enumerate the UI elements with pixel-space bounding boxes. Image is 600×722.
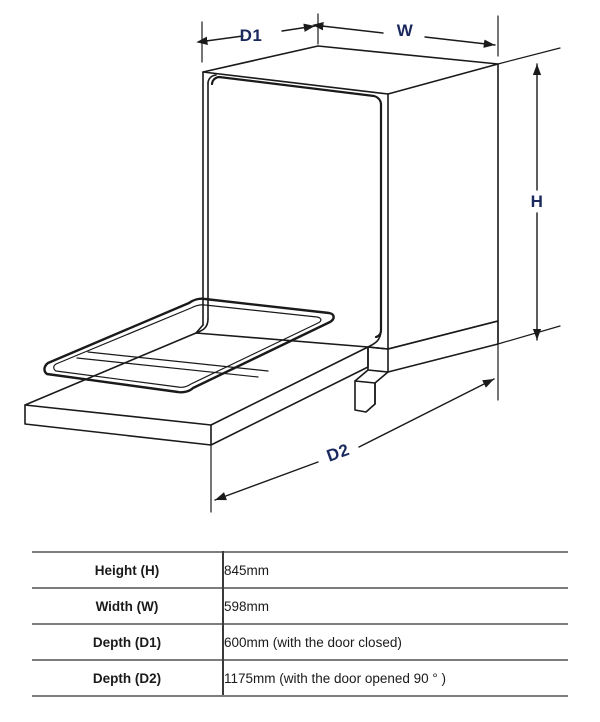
label-w: W xyxy=(397,21,414,40)
w-arrow-right xyxy=(424,36,496,48)
table-row: Width (W) 598mm xyxy=(32,587,568,624)
drawing-svg: D1 W H D2 xyxy=(24,13,561,513)
cabinet-right-face xyxy=(387,63,499,350)
row-label-height: Height (H) xyxy=(32,551,224,588)
row-value-width: 598mm xyxy=(223,587,568,624)
plinth-leg-connector-b xyxy=(374,371,389,384)
dishwasher-isometric-drawing: D1 W H D2 xyxy=(24,13,561,513)
dimensions-table-body: Height (H) 845mm Width (W) 598mm Depth (… xyxy=(32,551,568,697)
hinge-bracket-left-inner xyxy=(195,324,204,334)
row-label-width: Width (W) xyxy=(32,587,224,624)
table-row: Height (H) 845mm xyxy=(32,551,568,588)
tub-opening-outline xyxy=(210,75,383,339)
h-ext-top xyxy=(497,47,561,65)
door-panel-crease-upper xyxy=(87,351,269,372)
opened-door-panel xyxy=(24,297,369,446)
cabinet-plinth xyxy=(354,320,499,413)
label-d1: D1 xyxy=(240,26,263,45)
d2-arrow-left xyxy=(214,461,319,501)
door-panel-crease-lower xyxy=(76,357,259,378)
door-inner-panel xyxy=(43,297,335,394)
door-side-thickness xyxy=(210,346,369,446)
dimension-h xyxy=(497,47,561,345)
table-row: Depth (D2) 1175mm (with the door opened … xyxy=(32,659,568,697)
row-value-depth-d1: 600mm (with the door closed) xyxy=(223,623,568,660)
d1-arrow-left xyxy=(196,35,244,45)
row-value-depth-d2: 1175mm (with the door opened 90 ° ) xyxy=(223,659,568,697)
plinth-side-face xyxy=(387,320,499,373)
row-value-height: 845mm xyxy=(223,551,568,588)
w-arrow-left xyxy=(312,21,384,34)
d1-arrow-right xyxy=(281,23,316,32)
h-ext-bottom xyxy=(497,325,561,345)
plinth-front-face xyxy=(367,346,389,373)
hinge-bracket-right xyxy=(367,329,382,348)
cabinet-body xyxy=(195,45,499,350)
row-label-depth-d1: Depth (D1) xyxy=(32,623,224,660)
label-d2: D2 xyxy=(324,440,352,466)
row-label-depth-d2: Depth (D2) xyxy=(32,659,224,697)
label-h: H xyxy=(531,192,544,211)
dimensions-table-wrapper: Height (H) 845mm Width (W) 598mm Depth (… xyxy=(32,551,568,697)
plinth-leg-connector-a xyxy=(354,369,369,382)
dimension-d1 xyxy=(196,13,319,63)
support-leg xyxy=(354,380,376,413)
dimension-d2 xyxy=(210,320,499,513)
cabinet-top-face xyxy=(202,45,499,95)
dimension-w xyxy=(312,15,499,57)
door-front-thickness xyxy=(24,404,212,446)
dimensions-table: Height (H) 845mm Width (W) 598mm Depth (… xyxy=(32,551,568,697)
door-inner-panel-rim xyxy=(53,304,322,388)
d2-arrow-right xyxy=(358,378,495,448)
table-row: Depth (D1) 600mm (with the door closed) xyxy=(32,623,568,660)
